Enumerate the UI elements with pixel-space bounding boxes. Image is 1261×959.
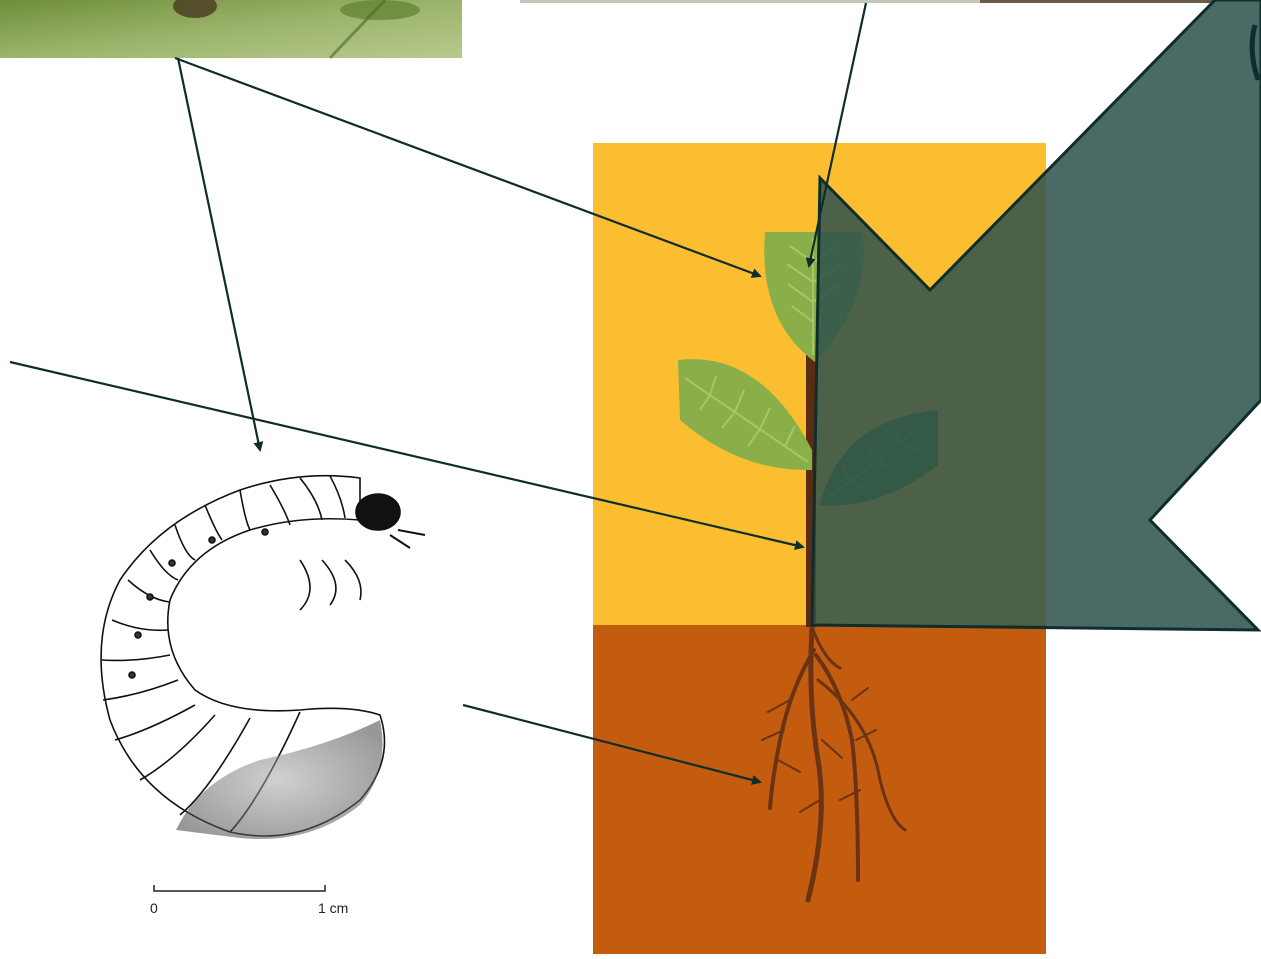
- stem-damage-photo: [520, 0, 1214, 3]
- grub-illustration: [101, 476, 425, 839]
- leaf-damage-photo: [0, 0, 462, 58]
- scale-bar-end-label: 1 cm: [318, 900, 348, 916]
- scale-bar: 0 1 cm: [150, 885, 348, 916]
- arrow-photo-to-grub: [178, 58, 260, 450]
- scale-bar-start-label: 0: [150, 900, 158, 916]
- callout-shape: [812, 0, 1261, 630]
